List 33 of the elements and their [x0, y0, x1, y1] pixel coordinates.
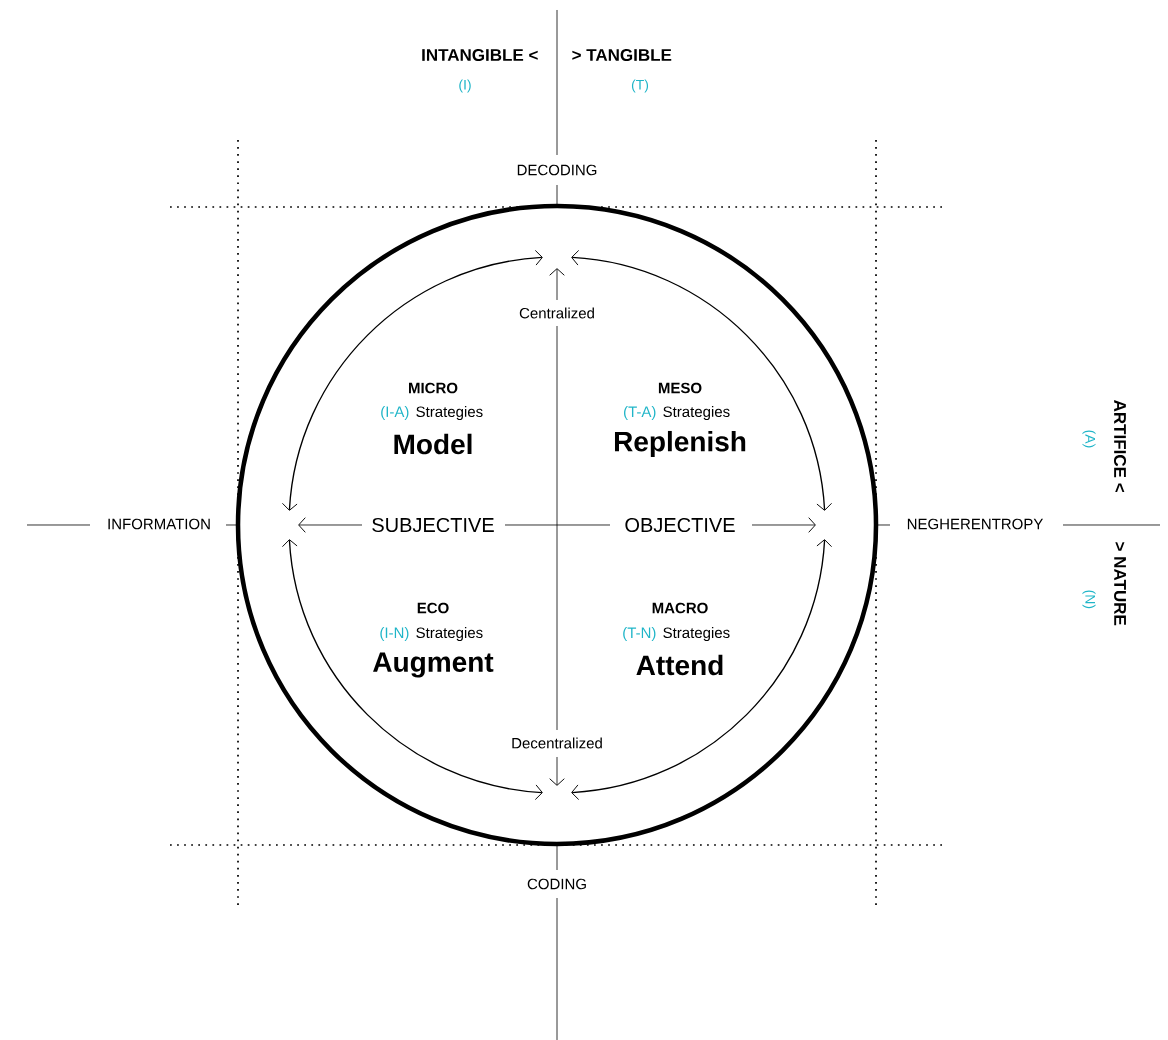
axis-code: (A): [1082, 430, 1096, 448]
axis-label: SUBJECTIVE: [372, 517, 494, 533]
axis-label: CODING: [527, 878, 586, 890]
axis-label: OBJECTIVE: [625, 517, 735, 533]
quadrant-heading: ECO: [417, 602, 449, 614]
quadrant-heading: MICRO: [409, 382, 458, 394]
axis-code: (T): [631, 79, 649, 93]
strategy-code: (I-A): [381, 406, 409, 420]
axis-code: (I): [459, 79, 471, 93]
axis-code: (N): [1082, 590, 1096, 609]
axis-end-label: > NATURE: [1114, 542, 1126, 626]
strategy-code: (T-N): [623, 627, 656, 641]
axis-label: DECODING: [517, 164, 597, 176]
quadrant-title: Replenish: [615, 430, 746, 458]
axis-label: Centralized: [519, 307, 594, 319]
strategy-code: (I-N): [380, 627, 409, 641]
circle: [235, 203, 879, 847]
strategy-label: Strategies: [663, 627, 730, 641]
axis-end-label: ARTIFICE <: [1114, 400, 1127, 492]
strategy-label: Strategies: [416, 627, 483, 641]
strategy-label: Strategies: [416, 406, 483, 420]
quadrant-title: Augment: [373, 652, 494, 678]
quadrant-heading: MACRO: [652, 602, 708, 614]
axis-label: Decentralized: [512, 737, 602, 749]
strategy-label: Strategies: [663, 406, 730, 420]
quadrant-heading: MESO: [658, 382, 702, 394]
strategy-code: (T-A): [624, 406, 656, 420]
axis-label: NEGHERENTROPY: [907, 518, 1043, 530]
axis-label: INFORMATION: [108, 518, 210, 530]
quadrant-title: Model: [394, 433, 472, 455]
axis-end-label: INTANGIBLE <: [422, 48, 538, 61]
quadrant-title: Attend: [636, 654, 723, 676]
axis-end-label: > TANGIBLE: [572, 48, 672, 61]
